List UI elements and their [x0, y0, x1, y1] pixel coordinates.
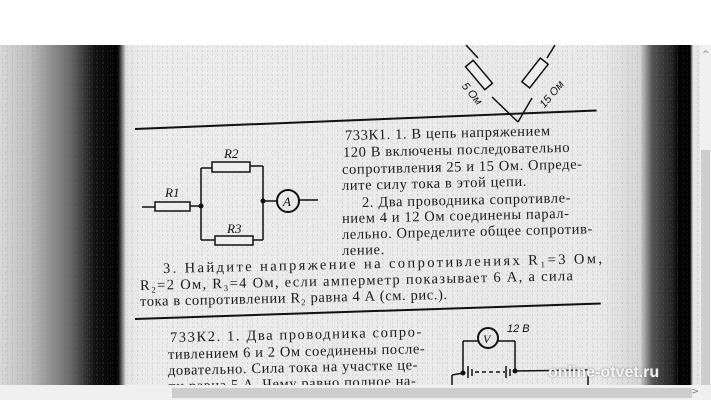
scan-noise	[0, 45, 700, 385]
label-12v: 12 В	[507, 323, 530, 335]
horizontal-scrollbar[interactable]: >	[0, 385, 711, 400]
label-voltmeter: V	[483, 332, 492, 346]
label-15-ohm: 15 Ом	[537, 78, 567, 110]
label-r3: R3	[226, 221, 242, 236]
circuit-733k2	[451, 327, 589, 385]
label-r2: R2	[223, 146, 239, 161]
horizontal-scroll-thumb[interactable]	[172, 388, 692, 398]
label-r1: R1	[164, 185, 179, 200]
vertical-scroll-thumb[interactable]	[701, 150, 710, 400]
top-resistor-figure	[464, 44, 556, 123]
scanned-page	[0, 45, 700, 385]
scroll-up-icon[interactable]: ^	[702, 50, 710, 60]
label-ammeter: A	[282, 194, 291, 209]
watermark: online-otvet.ru	[548, 364, 660, 381]
scroll-right-icon[interactable]: >	[691, 387, 699, 397]
vertical-scrollbar[interactable]: ^	[700, 45, 711, 400]
